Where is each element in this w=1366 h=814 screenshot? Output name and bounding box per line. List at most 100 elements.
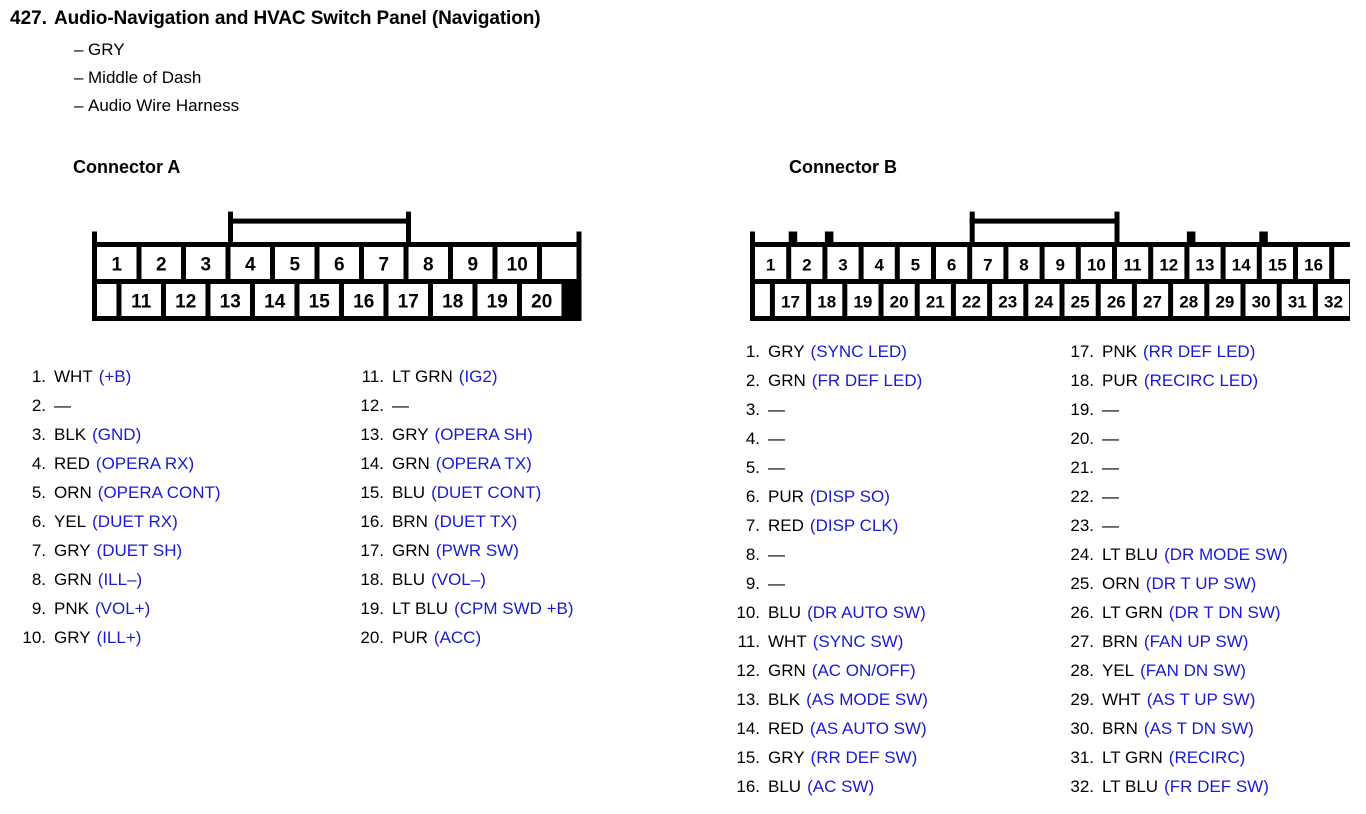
detail-text: Audio Wire Harness (88, 96, 240, 115)
pin-cell-top (497, 247, 537, 279)
pin-row: 19.— (1060, 395, 1366, 424)
pin-label-bottom: 32 (1324, 293, 1343, 312)
detail-text: GRY (88, 40, 125, 59)
pin-cell-top (141, 247, 181, 279)
pin-signal-name: (AC ON/OFF) (811, 661, 916, 680)
pin-row: 29.WHT(AS T UP SW) (1060, 685, 1366, 714)
pin-wire-color: PNK (1102, 342, 1137, 361)
pin-number: 9. (31, 599, 46, 618)
pin-cell-bottom (883, 284, 915, 316)
pin-empty-marker: — (768, 458, 785, 477)
pin-row: 32.LT BLU(FR DEF SW) (1060, 772, 1366, 801)
pin-cell-bottom (955, 284, 988, 316)
pin-label-bottom: 18 (442, 292, 463, 313)
pin-empty-marker: — (392, 396, 409, 415)
pin-row: 12.GRN(AC ON/OFF) (726, 656, 1056, 685)
pin-number: 6. (745, 487, 760, 506)
pin-cell-top (97, 247, 137, 279)
pin-cell-top (275, 247, 315, 279)
pin-cell-bottom (477, 284, 517, 316)
connector-top-gap (542, 247, 577, 279)
pin-wire-color: YEL (54, 512, 87, 531)
pin-row: 20.PUR(ACC) (350, 623, 680, 652)
pin-number: 21. (1070, 458, 1094, 477)
pin-signal-name: (SYNC LED) (810, 342, 907, 361)
pin-number: 17. (360, 541, 384, 560)
connector-lock-tab (1259, 231, 1268, 242)
pin-cell-bottom (343, 284, 384, 316)
pin-label-top: 7 (378, 255, 389, 276)
pin-cell-top (319, 247, 359, 279)
pin-wire-color: GRY (54, 541, 91, 560)
pin-label-bottom: 27 (1143, 293, 1162, 312)
pin-row: 1.GRY(SYNC LED) (726, 337, 1056, 366)
pin-label-top: 10 (1087, 256, 1106, 275)
pin-row: 2.— (12, 391, 342, 420)
pin-row: 5.ORN(OPERA CONT) (12, 478, 342, 507)
pin-signal-name: (OPERA CONT) (97, 483, 221, 502)
pin-label-bottom: 11 (131, 292, 152, 313)
pin-number: 4. (745, 429, 760, 448)
pin-row: 22.— (1060, 482, 1366, 511)
pin-row: 10.BLU(DR AUTO SW) (726, 598, 1056, 627)
pin-number: 10. (736, 603, 760, 622)
pin-empty-marker: — (768, 429, 785, 448)
pin-signal-name: (OPERA SH) (434, 425, 533, 444)
pin-signal-name: (AS MODE SW) (806, 690, 928, 709)
pin-signal-name: (OPERA TX) (435, 454, 532, 473)
pin-row: 23.— (1060, 511, 1366, 540)
pin-label-bottom: 15 (309, 292, 331, 313)
pin-cell-top (1117, 247, 1149, 279)
pin-signal-name: (DUET TX) (433, 512, 518, 531)
connector-a-pin-list-left: 1.WHT(+B)2.—3.BLK(GND)4.RED(OPERA RX)5.O… (12, 362, 342, 652)
pin-row: 1.WHT(+B) (12, 362, 342, 391)
pin-cell-bottom (1317, 284, 1350, 316)
connector-b-heading: Connector B (789, 157, 897, 177)
pin-row: 15.GRY(RR DEF SW) (726, 743, 1056, 772)
page-title: Audio-Navigation and HVAC Switch Panel (… (54, 8, 541, 29)
pin-cell-bottom (1281, 284, 1313, 316)
pin-row: 21.— (1060, 453, 1366, 482)
pin-number: 20. (360, 628, 384, 647)
pin-signal-name: (ACC) (433, 628, 482, 647)
pin-wire-color: LT BLU (392, 599, 449, 618)
pin-label-bottom: 24 (1034, 293, 1053, 312)
pin-label-top: 8 (1019, 256, 1028, 275)
pin-label-bottom: 13 (220, 292, 241, 313)
pin-number: 30. (1070, 719, 1094, 738)
pin-row: 4. — (726, 424, 1056, 453)
pin-wire-color: WHT (768, 632, 807, 651)
pin-label-top: 12 (1159, 256, 1178, 275)
pin-row: 18.PUR(RECIRC LED) (1060, 366, 1366, 395)
pin-row: 18.BLU(VOL–) (350, 565, 680, 594)
pin-cell-bottom (919, 284, 951, 316)
pin-cell-bottom (1064, 284, 1096, 316)
pin-wire-color: YEL (1102, 661, 1135, 680)
pin-row: 14.GRN(OPERA TX) (350, 449, 680, 478)
pin-label-bottom: 19 (487, 292, 508, 313)
pin-wire-color: LT GRN (392, 367, 453, 386)
pin-wire-color: BRN (392, 512, 428, 531)
pin-empty-marker: — (54, 396, 71, 415)
section-number: 427. (10, 8, 47, 29)
connector-latch-post (406, 211, 411, 247)
pin-signal-name: (IG2) (458, 367, 498, 386)
pin-signal-name: (RR DEF SW) (810, 748, 918, 767)
pin-wire-color: GRN (392, 541, 430, 560)
pin-cell-bottom (774, 284, 807, 316)
pin-label-top: 13 (1196, 256, 1215, 275)
pin-cell-top (755, 247, 787, 279)
pin-number: 31. (1070, 748, 1094, 767)
dash-marker: – (74, 68, 84, 87)
pin-number: 16. (360, 512, 384, 531)
pin-signal-name: (DISP CLK) (809, 516, 899, 535)
pin-number: 24. (1070, 545, 1094, 564)
pin-signal-name: (DUET RX) (92, 512, 178, 531)
detail-item-harness: –Audio Wire Harness (74, 92, 1010, 120)
pin-row: 2.GRN(FR DEF LED) (726, 366, 1056, 395)
connector-latch-post (969, 211, 975, 247)
pin-wire-color: WHT (54, 367, 93, 386)
